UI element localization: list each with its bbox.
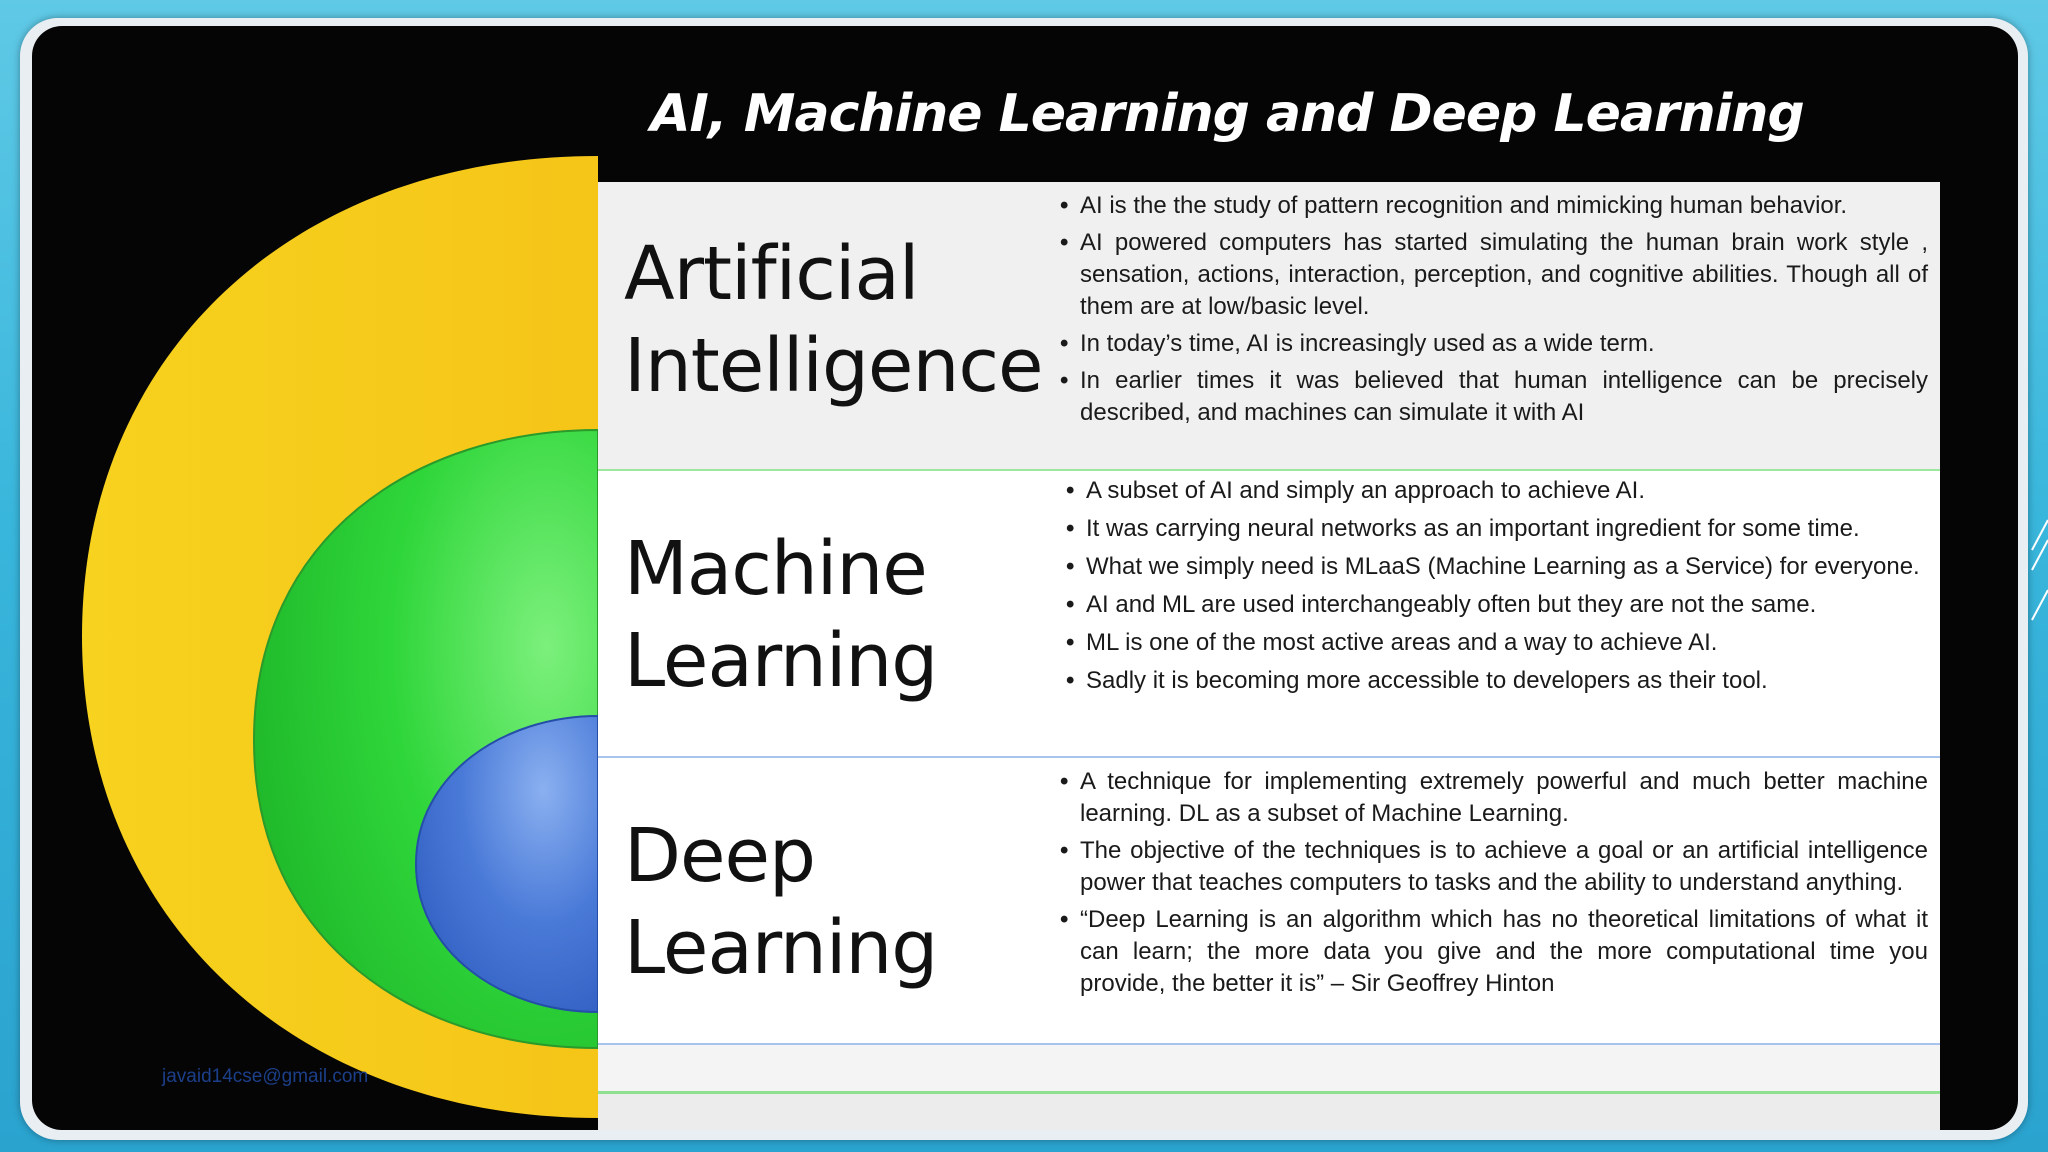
ml-bullet: It was carrying neural networks as an im… <box>1066 513 1926 545</box>
nested-arcs-diagram <box>82 156 599 1118</box>
ml-bullet: A subset of AI and simply an approach to… <box>1066 475 1926 507</box>
ml-bullet-list: A subset of AI and simply an approach to… <box>1066 475 1926 703</box>
ai-heading: Artificial Intelligence <box>624 228 1044 412</box>
ai-bullet: AI is the the study of pattern recogniti… <box>1060 190 1928 222</box>
ml-bullet: Sadly it is becoming more accessible to … <box>1066 665 1926 697</box>
ai-bullet: AI powered computers has started simulat… <box>1060 227 1928 323</box>
dl-heading-line2: Learning <box>624 905 938 991</box>
dl-bullet: The objective of the techniques is to ac… <box>1060 835 1928 899</box>
dl-bullet-list: A technique for implementing extremely p… <box>1060 766 1928 1005</box>
ml-heading-line1: Machine <box>624 526 928 612</box>
dl-section: Deep Learning A technique for implementi… <box>598 756 1940 1045</box>
footer-band-lower <box>598 1091 1940 1130</box>
ml-section: Machine Learning A subset of AI and simp… <box>598 469 1940 758</box>
dl-bullet: “Deep Learning is an algorithm which has… <box>1060 904 1928 1000</box>
footer-band <box>598 1043 1940 1093</box>
author-email: javaid14cse@gmail.com <box>162 1066 369 1087</box>
ml-heading: Machine Learning <box>624 523 938 707</box>
slide: AI, Machine Learning and Deep Learning <box>32 26 2018 1130</box>
dl-arc <box>414 714 599 1014</box>
ai-bullet: In earlier times it was believed that hu… <box>1060 365 1928 429</box>
dl-heading-line1: Deep <box>624 813 816 899</box>
slide-title: AI, Machine Learning and Deep Learning <box>650 84 1804 144</box>
dl-bullet: A technique for implementing extremely p… <box>1060 766 1928 830</box>
ml-bullet: AI and ML are used interchangeably often… <box>1066 589 1926 621</box>
ai-heading-line2: Intelligence <box>624 323 1044 409</box>
ml-bullet: What we simply need is MLaaS (Machine Le… <box>1066 551 1926 583</box>
ml-heading-line2: Learning <box>624 618 938 704</box>
ai-section: Artificial Intelligence AI is the the st… <box>598 182 1940 469</box>
ai-bullet-list: AI is the the study of pattern recogniti… <box>1060 190 1928 434</box>
dl-heading: Deep Learning <box>624 810 938 994</box>
ml-bullet: ML is one of the most active areas and a… <box>1066 627 1926 659</box>
ai-heading-line1: Artificial <box>624 231 919 317</box>
corner-decoration <box>2031 519 2048 621</box>
ai-bullet: In today’s time, AI is increasingly used… <box>1060 328 1928 360</box>
